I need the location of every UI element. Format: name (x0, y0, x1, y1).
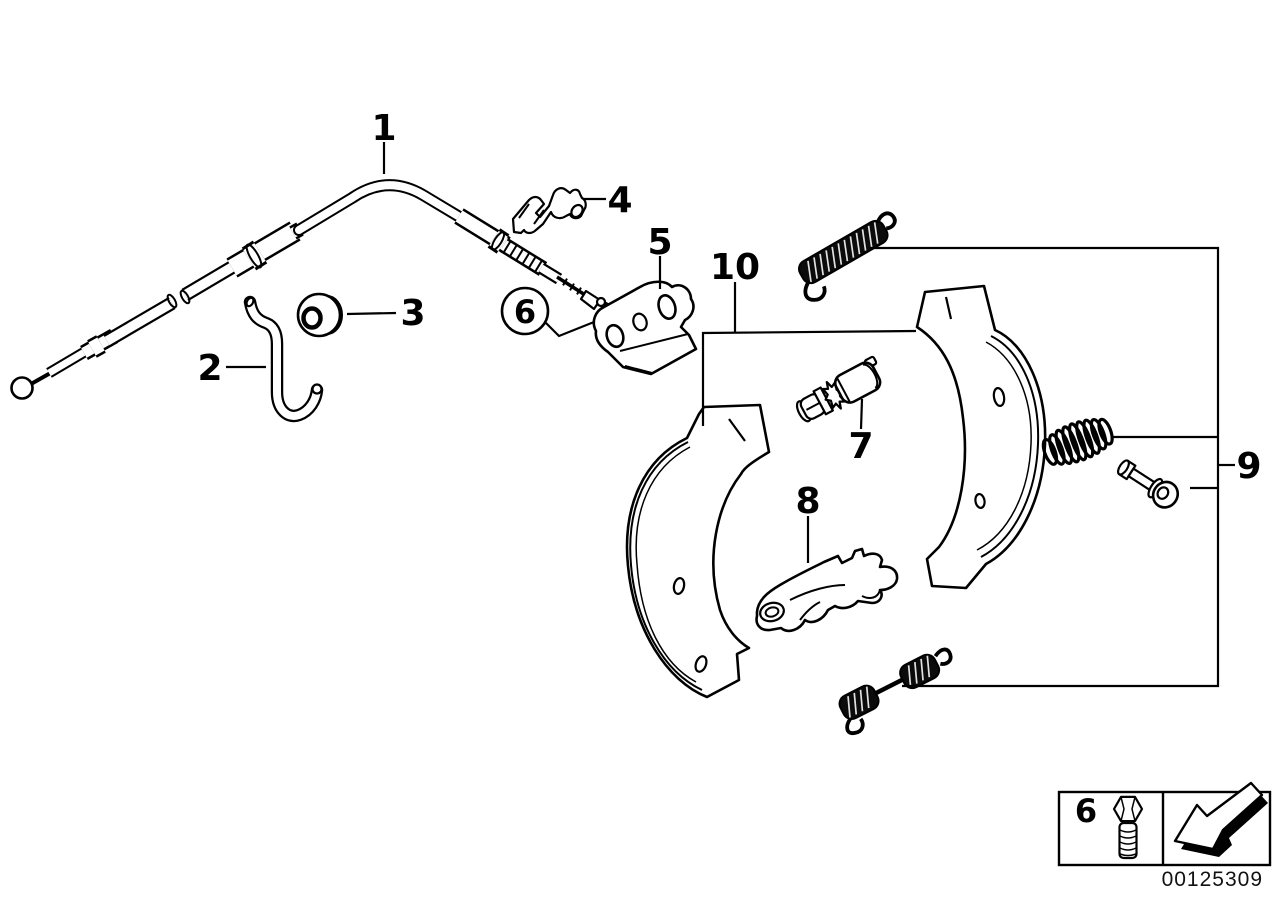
callout-6-circle (500, 286, 550, 336)
adjuster-part-7-drawing (795, 355, 882, 423)
callout-4[interactable]: 4 (607, 180, 632, 221)
lower-return-spring-drawing (838, 647, 953, 736)
callout-1[interactable]: 1 (371, 108, 396, 149)
cable-ball-end (10, 376, 34, 400)
callout-8[interactable]: 8 (795, 481, 820, 522)
cable-part-1-drawing (10, 179, 612, 400)
cable-boot-coils (502, 240, 544, 274)
clip-part-4-drawing (511, 187, 587, 235)
holder-hook-part-2-drawing (243, 295, 324, 423)
circled-callout-6[interactable]: 6 (500, 286, 550, 336)
callout-3[interactable]: 3 (400, 293, 425, 334)
corner-arrow-icon (1173, 781, 1268, 857)
hex-bolt-icon (1112, 795, 1144, 860)
callout-5[interactable]: 5 (647, 222, 672, 263)
legend-box: 6 (1057, 781, 1272, 867)
brake-shoe-left-drawing (625, 403, 771, 699)
adjuster-star-wheel (821, 380, 846, 410)
expander-part-8-drawing (755, 547, 899, 633)
brake-shoe-right-drawing (915, 284, 1047, 590)
bracket-part-5-drawing (592, 280, 698, 376)
callout-9[interactable]: 9 (1236, 446, 1261, 487)
retaining-pin-drawing (1116, 459, 1180, 509)
legend-item-number[interactable]: 6 (1075, 792, 1097, 830)
callout-6[interactable]: 6 (514, 293, 536, 331)
callout-2[interactable]: 2 (197, 348, 222, 389)
callout-7[interactable]: 7 (848, 426, 873, 467)
callout-10[interactable]: 10 (710, 247, 760, 288)
callout-numbers: 1 2 3 4 5 7 8 9 10 6 (197, 108, 1261, 522)
group-10-bracket (701, 329, 917, 426)
cable-end-clevis (579, 289, 602, 311)
leader-lines (226, 142, 1235, 688)
image-number: 00125309 (1162, 868, 1263, 891)
grommet-part-3-drawing (296, 292, 343, 338)
group-9-bracket (870, 246, 1220, 688)
upper-return-spring-drawing (797, 211, 897, 302)
pressure-spring-drawing (1041, 417, 1114, 466)
